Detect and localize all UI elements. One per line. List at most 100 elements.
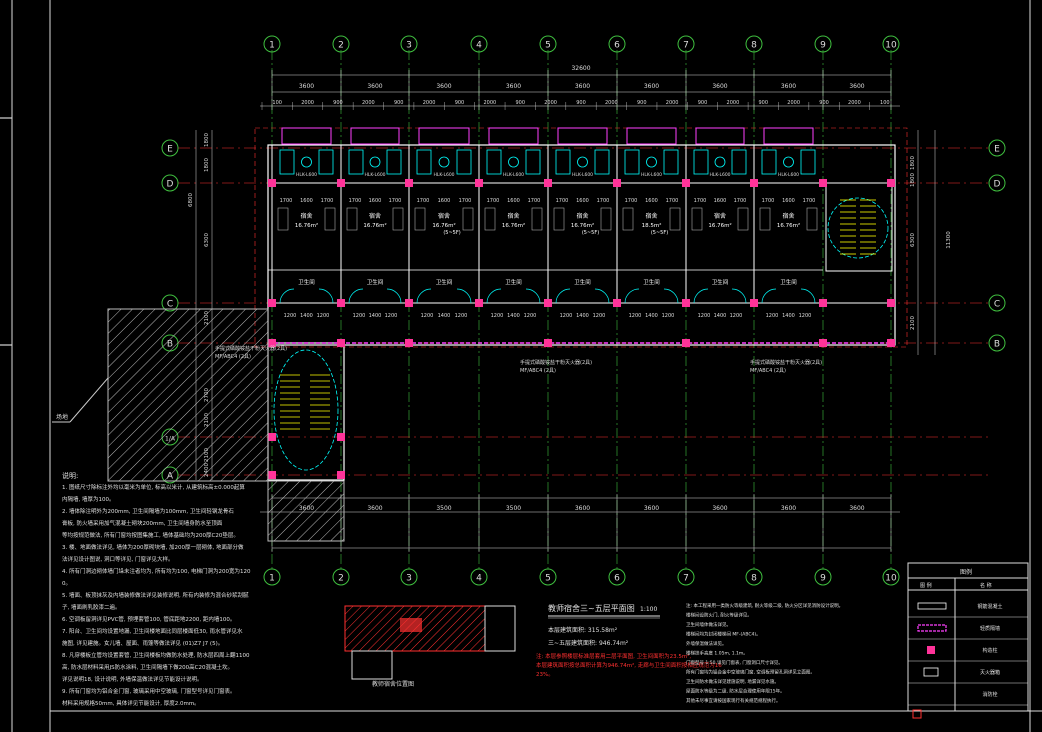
note-line: 高, 防水层材料采用JS防水涂料, 卫生间隔墙下做200高C20混凝土坎。 xyxy=(62,663,233,671)
column xyxy=(268,471,276,479)
door-swing xyxy=(318,288,334,304)
axis-bubble-bottom xyxy=(263,568,281,586)
dim-bay-label: 3600 xyxy=(575,83,590,90)
axis-label-bottom: 3 xyxy=(406,574,412,584)
room-dim: 1700 xyxy=(625,198,638,204)
room-dim: 1600 xyxy=(507,198,520,204)
dim-sub-label: 100 xyxy=(880,100,890,106)
column xyxy=(268,339,276,347)
wardrobe xyxy=(669,207,681,231)
column xyxy=(405,339,413,347)
dim-bay-label-bottom: 3500 xyxy=(436,505,451,512)
dim-bay-label-bottom: 3600 xyxy=(849,505,864,512)
note-line: 4. 所有门洞边砌体墙门垛未注者均为, 所有均为100, 电梯门洞为200宽为1… xyxy=(62,567,251,575)
room-dim: 1600 xyxy=(369,198,382,204)
dorm-area: 18.5m² xyxy=(642,222,662,229)
axis-label-bottom: 10 xyxy=(885,574,897,584)
axis-label-bottom: 6 xyxy=(614,574,620,584)
general-notes: 说明: 1. 图纸尺寸除标注外均以毫米为单位, 标高以米计, 从建筑标高±0.0… xyxy=(62,471,251,707)
extinguisher-label-2: 手提式磷酸铵盐干粉灭火器(2具) xyxy=(750,359,822,366)
column xyxy=(819,179,827,187)
axis-bubble-top xyxy=(332,35,350,53)
toilet-fixture xyxy=(456,149,472,175)
corridor-dim: 1200 xyxy=(491,313,504,319)
fixture-label: HLK-L600 xyxy=(709,172,730,178)
corridor-dim: 1400 xyxy=(300,313,313,319)
legend-item-label: 消防栓 xyxy=(982,691,997,698)
dim-sub-label: 900 xyxy=(333,100,343,106)
axis-bubble-top xyxy=(608,35,626,53)
room-dim: 1600 xyxy=(782,198,795,204)
axis-bubble-top xyxy=(470,35,488,53)
axis-label-bottom: 7 xyxy=(683,574,689,584)
dim-bay-label-bottom: 3600 xyxy=(781,505,796,512)
axis-label-left: C xyxy=(167,300,173,310)
design-note-line: 卫生间墙体做法详见。 xyxy=(686,621,731,628)
column xyxy=(268,299,276,307)
dim-left-label: 6300 xyxy=(204,233,210,247)
axis-bubble-bottom xyxy=(882,568,900,586)
sink-fixture xyxy=(438,156,450,168)
corridor-dim: 1400 xyxy=(714,313,727,319)
sink-fixture xyxy=(577,156,588,168)
dim-sub-label: 2000 xyxy=(848,100,861,106)
extinguisher-model-2: MF/ABC4 (2具) xyxy=(750,368,786,374)
key-plan-label: 教师宿舍位置图 xyxy=(372,680,414,688)
design-note-line: 卫生间防水做法详见建施说明, 地漏详见水施。 xyxy=(686,678,779,685)
dim-bay-label-bottom: 3600 xyxy=(575,505,590,512)
dorm-label: 宿舍 xyxy=(300,212,312,220)
room-dim: 1600 xyxy=(645,198,658,204)
corridor-dim: 1200 xyxy=(730,313,743,319)
corridor-dim: 1200 xyxy=(662,313,675,319)
corridor-dim: 1400 xyxy=(782,313,795,319)
toilet-fixture xyxy=(486,149,502,175)
room-dim: 1700 xyxy=(389,198,402,204)
design-note-line: 楼梯间均为封闭楼梯间 MF-(ABC4)。 xyxy=(686,631,761,638)
column xyxy=(475,179,483,187)
dim-bay-label: 3600 xyxy=(712,83,727,90)
toilet-fixture xyxy=(386,149,402,175)
drawing-title: 教师宿舍三~五层平面图 xyxy=(548,603,635,613)
red-note-3: 23%。 xyxy=(536,672,554,678)
note-line: 施图, 详见建施。女儿墙、屋面、雨篷等做法详见 (01)Z7 J7 (5)。 xyxy=(62,639,223,647)
column xyxy=(337,471,345,479)
dim-sub-label: 2000 xyxy=(666,100,679,106)
column xyxy=(268,433,276,441)
room-dim: 1700 xyxy=(666,198,679,204)
corridor-dim: 1200 xyxy=(353,313,366,319)
column xyxy=(405,179,413,187)
bath-label: 卫生间 xyxy=(298,278,315,286)
toilet-fixture xyxy=(555,149,571,175)
toilet-fixture xyxy=(594,149,610,175)
dim-bay-label-bottom: 3600 xyxy=(644,505,659,512)
dorm-area: 16.76m² xyxy=(708,222,731,229)
bath-label: 卫生间 xyxy=(712,278,729,286)
room-dim: 1700 xyxy=(280,198,293,204)
note-line: 5. 墙面、板顶抹灰及内墙装修做法详见装修说明, 所有内装修为混合砂浆刮腻 xyxy=(62,591,249,599)
legend-swatch xyxy=(912,709,922,719)
dim-left-label: 1800 xyxy=(204,133,210,147)
corridor-dim: 1200 xyxy=(766,313,779,319)
dim-sub-label: 2000 xyxy=(301,100,314,106)
dorm-area: 16.76m² xyxy=(777,222,800,229)
toilet-fixture xyxy=(731,149,747,175)
legend-swatch xyxy=(923,667,939,677)
axis-label-bottom: 1 xyxy=(269,574,275,584)
dim-sub-label: 2000 xyxy=(787,100,800,106)
toilet-fixture xyxy=(761,149,777,175)
door-swing xyxy=(624,288,640,304)
dim-sub-label: 900 xyxy=(455,100,465,106)
room-dim: 1700 xyxy=(349,198,362,204)
dim-bay-label-bottom: 3600 xyxy=(367,505,382,512)
toilet-fixture xyxy=(525,149,541,175)
dorm-label: 宿舍 xyxy=(714,212,726,220)
door-swing xyxy=(279,288,295,304)
corridor-dim: 1400 xyxy=(438,313,451,319)
column xyxy=(337,433,345,441)
door-swing xyxy=(731,288,747,304)
room-dim: 1700 xyxy=(803,198,816,204)
dim-bay-label: 3600 xyxy=(506,83,521,90)
room-dim: 1700 xyxy=(597,198,610,204)
corridor-dim: 1200 xyxy=(524,313,537,319)
